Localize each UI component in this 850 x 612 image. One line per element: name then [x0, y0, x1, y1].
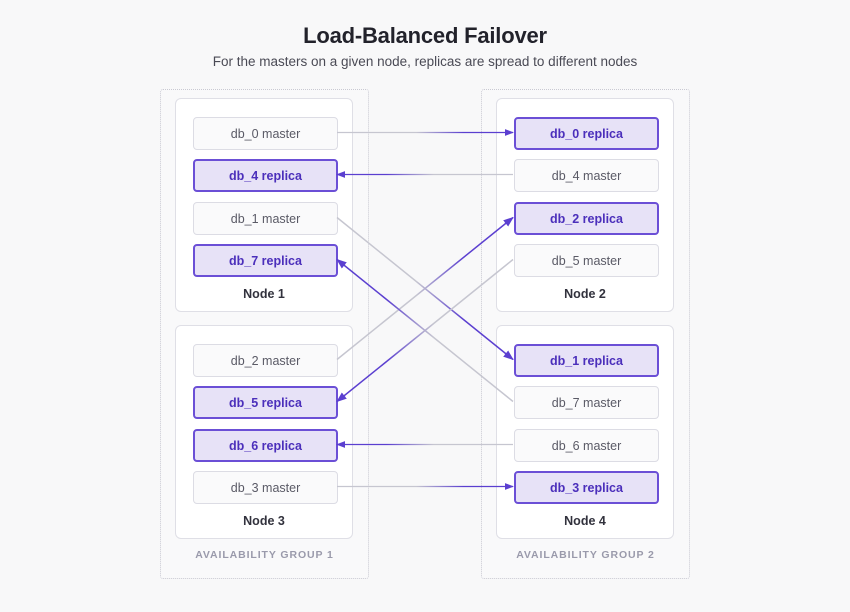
db-box-node2-3[interactable]: db_5 master	[514, 244, 659, 277]
node-label-node1: Node 1	[243, 287, 285, 301]
node-card-node1: db_0 master db_4 replica db_1 master db_…	[175, 98, 353, 312]
db-box-node3-0[interactable]: db_2 master	[193, 344, 338, 377]
node-label-node2: Node 2	[564, 287, 606, 301]
node-label-node3: Node 3	[243, 514, 285, 528]
db-box-node2-0[interactable]: db_0 replica	[514, 117, 659, 150]
node-card-node4: db_1 replica db_7 master db_6 master db_…	[496, 325, 674, 539]
db-box-node4-0[interactable]: db_1 replica	[514, 344, 659, 377]
db-box-node4-2[interactable]: db_6 master	[514, 429, 659, 462]
node-label-node4: Node 4	[564, 514, 606, 528]
db-box-node1-1[interactable]: db_4 replica	[193, 159, 338, 192]
db-box-node1-2[interactable]: db_1 master	[193, 202, 338, 235]
db-box-node3-1[interactable]: db_5 replica	[193, 386, 338, 419]
availability-group-2-label: AVAILABILITY GROUP 2	[516, 549, 655, 561]
db-box-node3-3[interactable]: db_3 master	[193, 471, 338, 504]
node-card-node2: db_0 replica db_4 master db_2 replica db…	[496, 98, 674, 312]
db-box-node2-1[interactable]: db_4 master	[514, 159, 659, 192]
page-subtitle: For the masters on a given node, replica…	[212, 54, 638, 69]
db-box-node4-1[interactable]: db_7 master	[514, 386, 659, 419]
availability-group-1-label: AVAILABILITY GROUP 1	[195, 549, 334, 561]
node-card-node3: db_2 master db_5 replica db_6 replica db…	[175, 325, 353, 539]
db-box-node1-3[interactable]: db_7 replica	[193, 244, 338, 277]
db-box-node4-3[interactable]: db_3 replica	[514, 471, 659, 504]
db-box-node3-2[interactable]: db_6 replica	[193, 429, 338, 462]
db-box-node2-2[interactable]: db_2 replica	[514, 202, 659, 235]
page-title: Load-Balanced Failover	[303, 23, 547, 48]
db-box-node1-0[interactable]: db_0 master	[193, 117, 338, 150]
